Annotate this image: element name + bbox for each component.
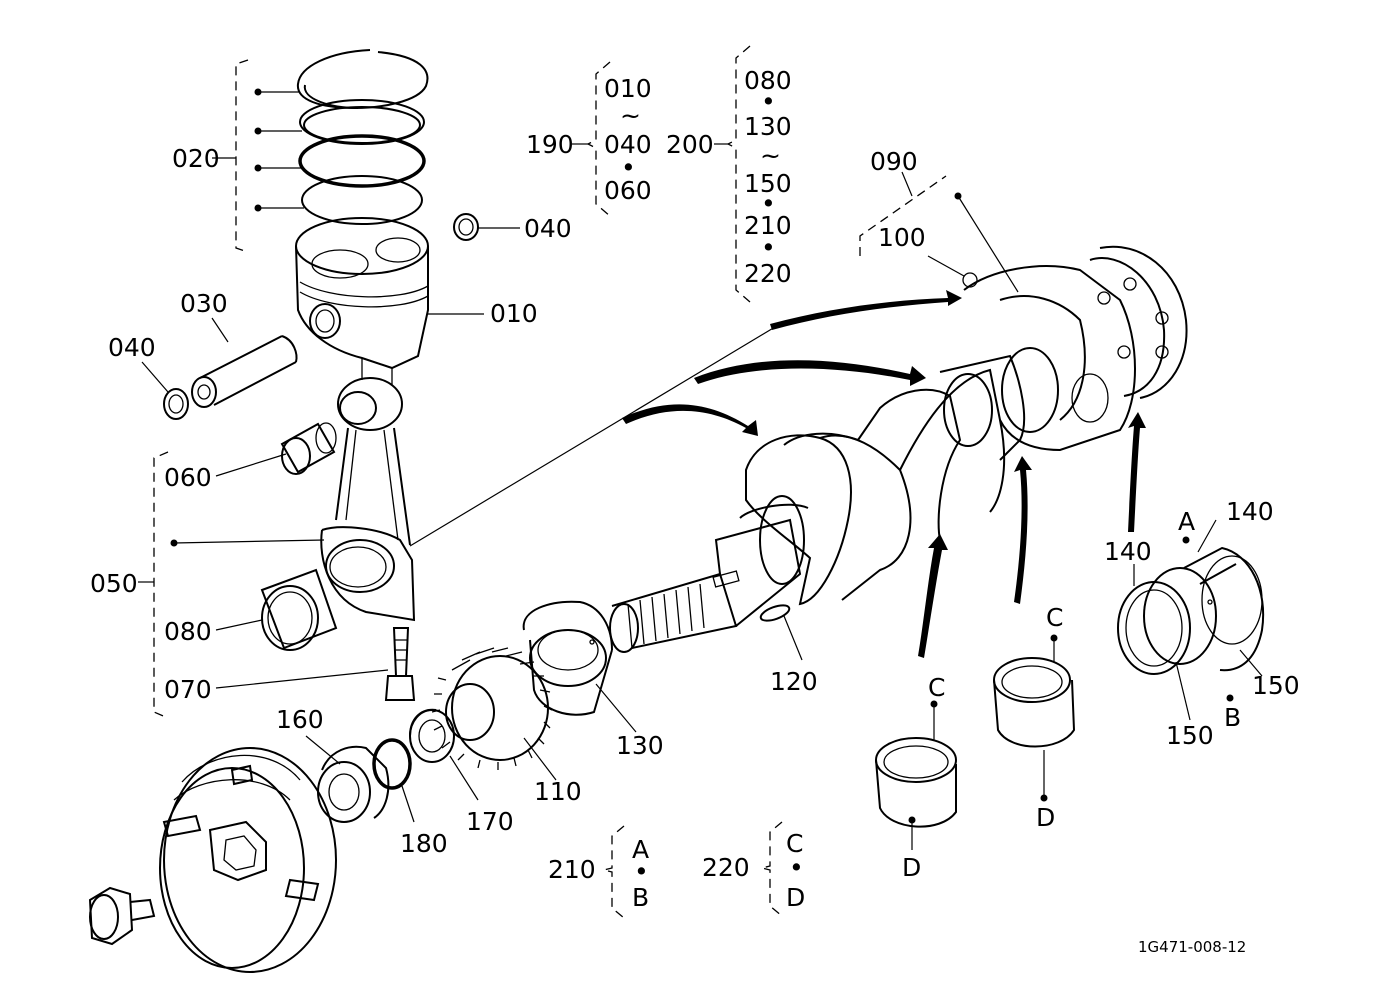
label-140-right: 140 — [1226, 497, 1274, 526]
group-200-item: 210 — [744, 211, 792, 240]
label-bearing-C2: C — [1046, 603, 1063, 632]
label-160: 160 — [276, 705, 324, 734]
piston-pin — [191, 335, 298, 408]
label-030: 030 — [180, 289, 228, 318]
assembly-arrows — [622, 290, 1146, 658]
piston — [295, 217, 429, 385]
group-200-item: ~ — [760, 141, 781, 170]
woodruff-key — [759, 604, 791, 622]
label-bearing-D2: D — [1036, 803, 1055, 832]
group-200-item: • — [761, 233, 776, 262]
label-150-right: 150 — [1252, 671, 1300, 700]
pulley-bolt — [88, 886, 156, 946]
label-130: 130 — [616, 731, 664, 760]
group-210-label: 210 — [548, 855, 596, 884]
label-060: 060 — [164, 463, 212, 492]
group-220-brace — [761, 821, 783, 917]
label-020: 020 — [172, 144, 220, 173]
crankshaft — [609, 245, 1188, 653]
label-080: 080 — [164, 617, 212, 646]
connecting-rod — [320, 377, 416, 622]
label-070: 070 — [164, 675, 212, 704]
circlip-left — [163, 388, 189, 420]
label-bearing-C1: C — [928, 673, 945, 702]
group-200-label: 200 — [666, 130, 714, 159]
group-210-item: • — [634, 857, 649, 886]
group-190-item: 060 — [604, 176, 652, 205]
big-end-bearing — [260, 568, 338, 651]
label-170: 170 — [466, 807, 514, 836]
group-200-item: 080 — [744, 66, 792, 95]
label-100: 100 — [878, 223, 926, 252]
label-bearing-A: A — [1178, 507, 1195, 536]
crank-pulley — [159, 747, 337, 973]
label-bearing-D1: D — [902, 853, 921, 882]
rod-bolt — [384, 627, 416, 701]
group-190-item: 040 — [604, 130, 652, 159]
label-180: 180 — [400, 829, 448, 858]
group-090-bracket — [859, 171, 1019, 293]
group-190-item: 010 — [604, 74, 652, 103]
group-200-item: • — [761, 87, 776, 116]
group-200-brace — [714, 45, 751, 303]
label-040-left: 040 — [108, 333, 156, 362]
group-200-item: 220 — [744, 259, 792, 288]
group-020-bracket — [212, 59, 304, 253]
o-ring — [372, 738, 412, 790]
group-200-item: 150 — [744, 169, 792, 198]
group-220-item: • — [789, 853, 804, 882]
group-190-brace — [572, 61, 611, 217]
label-140-left: 140 — [1104, 537, 1152, 566]
group-190-item: ~ — [620, 101, 641, 130]
label-120: 120 — [770, 667, 818, 696]
collar — [317, 745, 390, 823]
group-210-item: B — [632, 883, 649, 912]
piston-rings — [296, 49, 429, 225]
group-220-item: C — [786, 829, 803, 858]
group-210-item: A — [632, 835, 649, 864]
label-150-left: 150 — [1166, 721, 1214, 750]
label-110: 110 — [534, 777, 582, 806]
rear-main-bearing — [1117, 546, 1265, 675]
front-bushing — [522, 600, 613, 716]
group-190-item: • — [621, 153, 636, 182]
figure-code: 1G471-008-12 — [1138, 938, 1246, 956]
group-050-bracket — [138, 451, 325, 719]
group-200-item: 130 — [744, 112, 792, 141]
label-bearing-B: B — [1224, 703, 1241, 732]
group-labels: 190 010 ~ 040 • 060 200 080 • 130 ~ 150 … — [526, 66, 805, 912]
label-090: 090 — [870, 147, 918, 176]
group-190-label: 190 — [526, 130, 574, 159]
small-end-bushing — [280, 422, 337, 475]
main-bearing-c1 — [875, 700, 957, 850]
thrust-washer — [409, 708, 455, 763]
label-010: 010 — [490, 299, 538, 328]
main-bearing-c2 — [993, 634, 1076, 802]
group-220-label: 220 — [702, 853, 750, 882]
label-050: 050 — [90, 569, 138, 598]
part-labels: 020 040 010 030 040 060 050 080 070 090 … — [90, 144, 1300, 882]
group-220-item: D — [786, 883, 805, 912]
label-040-right: 040 — [524, 214, 572, 243]
crank-gear — [431, 647, 553, 770]
group-210-brace — [603, 825, 625, 919]
group-200-item: • — [761, 189, 776, 218]
circlip-right — [453, 213, 479, 241]
